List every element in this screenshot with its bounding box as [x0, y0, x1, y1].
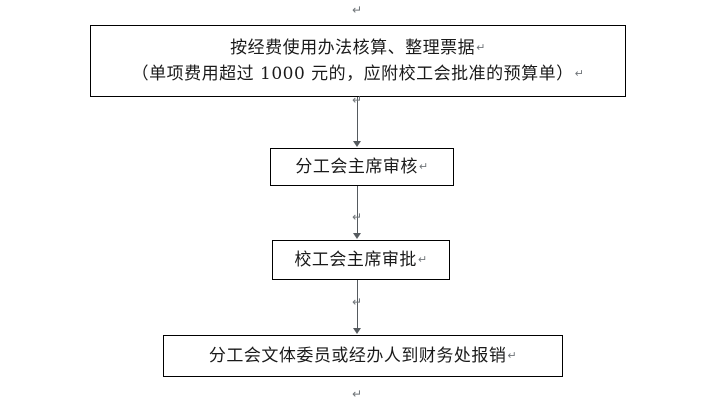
flow-node-collect-receipts[interactable]: 按经费使用办法核算、整理票据↵ （单项费用超过 1000 元的，应附校工会批准的… — [90, 25, 626, 97]
arrow-down-icon — [353, 141, 361, 147]
flow-node-line: 分工会文体委员或经办人到财务处报销↵ — [208, 345, 518, 366]
paragraph-mark-icon: ↵ — [352, 93, 363, 107]
paragraph-mark-icon: ↵ — [418, 159, 429, 173]
paragraph-mark-icon: ↵ — [417, 252, 428, 266]
flow-edge-2 — [357, 186, 358, 234]
flow-node-line: （单项费用超过 1000 元的，应附校工会批准的预算单）↵ — [131, 64, 585, 84]
paragraph-mark-icon: ↵ — [352, 295, 363, 309]
flow-edge-1 — [357, 97, 358, 142]
flow-node-line: 分工会主席审核↵ — [295, 156, 429, 177]
paragraph-mark-icon: ↵ — [507, 348, 518, 362]
paragraph-mark-icon: ↵ — [352, 210, 363, 224]
paragraph-mark-icon: ↵ — [574, 67, 585, 80]
flow-node-line: 按经费使用办法核算、整理票据↵ — [230, 37, 486, 58]
paragraph-mark-icon: ↵ — [352, 3, 363, 17]
flow-edge-3 — [357, 280, 358, 329]
flow-node-finance-reimbursement[interactable]: 分工会文体委员或经办人到财务处报销↵ — [163, 335, 563, 377]
arrow-down-icon — [353, 233, 361, 239]
paragraph-mark-icon: ↵ — [352, 387, 363, 401]
flow-node-branch-union-chair-review[interactable]: 分工会主席审核↵ — [270, 148, 454, 186]
arrow-down-icon — [353, 328, 361, 334]
flow-node-line: 校工会主席审批↵ — [294, 249, 428, 270]
paragraph-mark-icon: ↵ — [476, 40, 486, 54]
flow-node-school-union-chair-approve[interactable]: 校工会主席审批↵ — [272, 240, 450, 280]
